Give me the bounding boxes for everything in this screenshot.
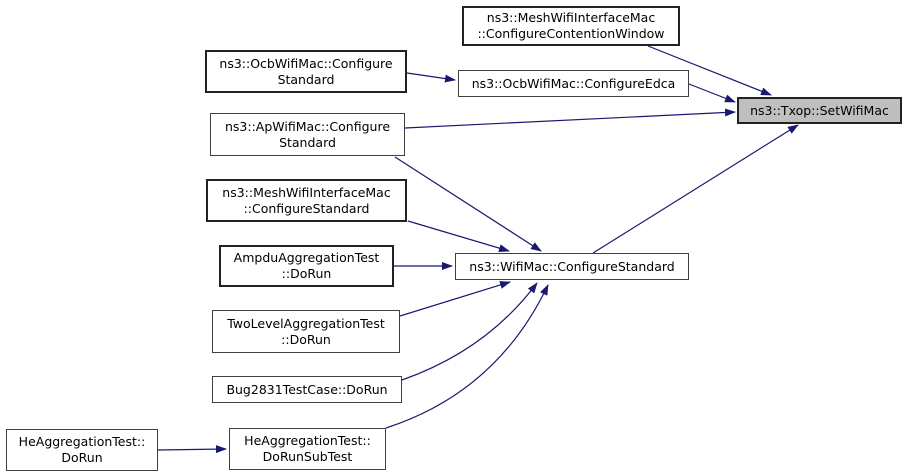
edge-hedorun-to-hesubtest [157, 445, 227, 454]
node-ampdu-aggregation-test-dorun[interactable]: AmpduAggregationTest ::DoRun [219, 245, 394, 287]
node-ocb-configure-standard[interactable]: ns3::OcbWifiMac::Configure Standard [205, 50, 407, 93]
edge-ccw-to-setwifimac [647, 45, 772, 96]
node-mesh-configure-contention-window[interactable]: ns3::MeshWifiInterfaceMac ::ConfigureCon… [462, 6, 680, 46]
edge-apcs-to-wifimaccs [394, 156, 542, 252]
node-he-aggregation-test-dorun[interactable]: HeAggregationTest:: DoRun [6, 429, 158, 471]
node-mesh-configure-standard[interactable]: ns3::MeshWifiInterfaceMac ::ConfigureSta… [206, 179, 407, 222]
node-bug2831-testcase-dorun[interactable]: Bug2831TestCase::DoRun [212, 376, 402, 403]
edge-apcs-to-setwifimac [404, 108, 736, 129]
node-wifimac-configure-standard[interactable]: ns3::WifiMac::ConfigureStandard [455, 253, 689, 280]
node-two-level-aggregation-test-dorun[interactable]: TwoLevelAggregationTest ::DoRun [212, 310, 400, 353]
edge-wifimaccs-to-setwifimac [592, 124, 799, 254]
edge-hesubtest-to-wifimaccs [385, 284, 549, 429]
edge-ocbcs-to-edca [406, 72, 456, 83]
edge-bug2831-to-wifimaccs [401, 282, 538, 381]
edge-edca-to-setwifimac [688, 83, 736, 103]
edge-meshcs-to-wifimaccs [407, 220, 510, 252]
node-ocb-configure-edca[interactable]: ns3::OcbWifiMac::ConfigureEdca [458, 70, 689, 97]
node-ap-configure-standard[interactable]: ns3::ApWifiMac::Configure Standard [210, 113, 405, 156]
edge-twolevel-to-wifimaccs [399, 281, 511, 317]
node-txop-set-wifi-mac[interactable]: ns3::Txop::SetWifiMac [737, 97, 902, 124]
node-he-aggregation-test-dorunsubtest[interactable]: HeAggregationTest:: DoRunSubTest [229, 428, 386, 470]
